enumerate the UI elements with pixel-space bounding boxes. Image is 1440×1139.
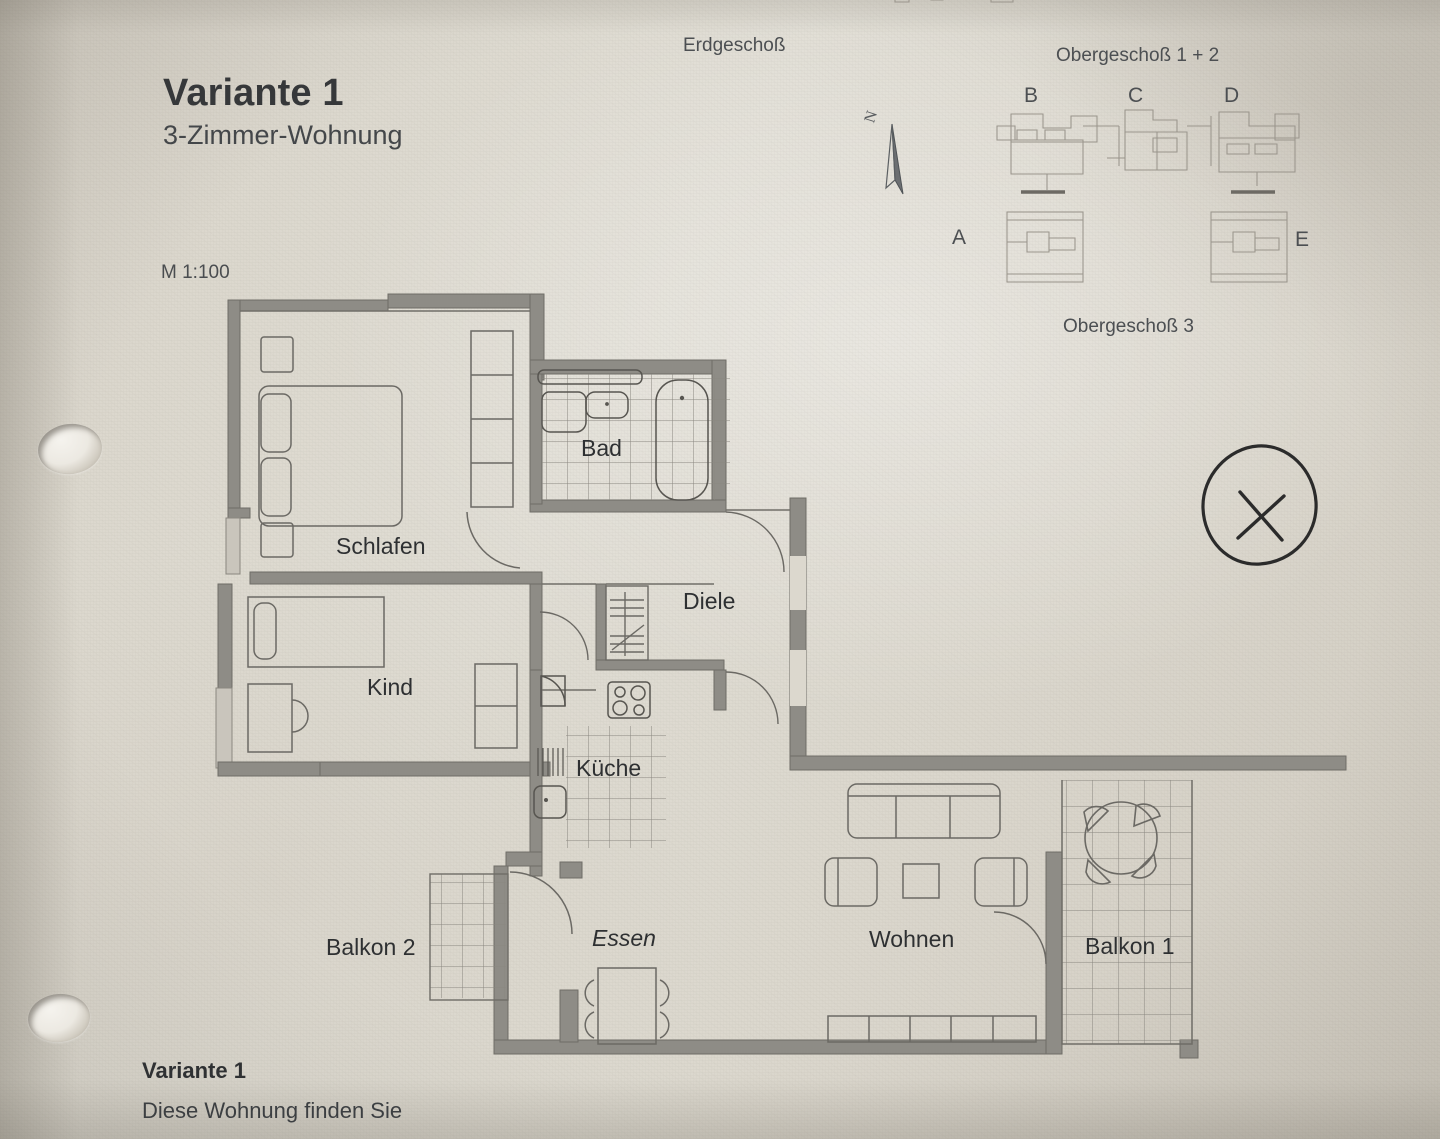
chair-icon [1130, 852, 1157, 879]
room-label-bad: Bad [581, 435, 622, 461]
nightstand-icon [260, 522, 294, 558]
door-swing-icon [466, 511, 521, 569]
kueche-fixtures [533, 675, 651, 819]
page-title: Variante 1 [163, 72, 344, 114]
chair-icon [584, 1011, 595, 1039]
thumbnail-erdgeschoss [894, 0, 944, 3]
bad-fixtures [537, 369, 709, 501]
chair-icon [291, 699, 309, 733]
walls [215, 293, 1347, 1059]
armchair-icon [974, 857, 1028, 907]
title-block: Variante 1 3-Zimmer-Wohnung [163, 74, 403, 149]
footer-block: Variante 1 Diese Wohnung finden Sie [142, 1060, 402, 1122]
caption-obergeschoss-1-2: Obergeschoß 1 + 2 [1056, 45, 1220, 66]
door-swing-icon [540, 675, 566, 707]
building-letter-b: B [1024, 84, 1039, 107]
sink-icon [533, 785, 567, 819]
bad-tiles [542, 374, 730, 500]
chair-icon [1133, 803, 1161, 828]
wohnen-furniture [824, 783, 1047, 1043]
armchair-icon [824, 857, 878, 907]
chair-icon [584, 979, 595, 1007]
building-letter-c: C [1128, 84, 1144, 107]
footer-text: Diese Wohnung finden Sie [142, 1098, 403, 1123]
thumbnail-obergeschoss-1-2 [990, 0, 1014, 3]
balkon1-rail [1061, 780, 1193, 1045]
door-swing-icon [725, 511, 785, 573]
room-label-kueche: Küche [576, 755, 642, 781]
sideboard-icon [827, 1015, 1037, 1043]
room-label-essen: Essen [592, 925, 656, 951]
chair-icon [659, 979, 670, 1007]
building-letter-e: E [1295, 228, 1310, 251]
caption-erdgeschoss: Erdgeschoß [683, 35, 786, 56]
tiled-floors [430, 374, 1192, 1044]
room-label-schlafen: Schlafen [336, 533, 426, 559]
washbasin-icon [585, 391, 629, 419]
caption-obergeschoss-3: Obergeschoß 3 [1063, 316, 1194, 337]
footer-title: Variante 1 [142, 1058, 246, 1083]
scale-label: M 1:100 [161, 262, 230, 283]
closet-icon [605, 585, 649, 661]
vanity-counter-icon [537, 369, 643, 385]
pillow-icon [260, 457, 292, 517]
door-swing-icon [725, 671, 779, 725]
chair-icon [1085, 858, 1112, 885]
door-swing-icon [509, 871, 573, 935]
room-label-wohnen: Wohnen [869, 926, 955, 952]
building-letter-d: D [1224, 84, 1240, 107]
kitchen-cabinet-icon [540, 675, 566, 707]
balkon2 [429, 873, 509, 1001]
page-subtitle: 3-Zimmer-Wohnung [163, 120, 403, 150]
room-label-diele: Diele [683, 588, 736, 614]
pillow-icon [260, 393, 292, 453]
kueche-tiles [566, 726, 666, 848]
chair-icon [659, 1011, 670, 1039]
schlafen-furniture [258, 330, 521, 569]
chair-icon [1083, 805, 1110, 833]
thumbnail-obergeschoss-3 [996, 109, 1300, 283]
radiator-icon [537, 748, 564, 776]
toilet-icon [541, 391, 587, 433]
double-bed-icon [258, 385, 403, 527]
pillow-icon [253, 602, 277, 660]
balkon1-tiles [1062, 780, 1192, 1044]
room-label-kind: Kind [367, 674, 414, 700]
kind-furniture [247, 596, 518, 753]
north-arrow-icon: N [861, 108, 932, 208]
building-letter-a: A [952, 226, 967, 249]
door-swing-icon [539, 611, 589, 661]
stove-icon [607, 681, 651, 719]
desk-icon [247, 683, 293, 753]
bathtub-icon [655, 379, 709, 501]
room-label-balkon2: Balkon 2 [326, 934, 416, 960]
dining-table-icon [597, 967, 657, 1045]
balkon1-furniture [1083, 801, 1161, 885]
coffee-table-icon [902, 863, 940, 899]
sofa-icon [847, 783, 1001, 839]
essen-furniture [509, 871, 670, 1045]
diele-furniture [539, 511, 785, 725]
round-table-icon [1084, 801, 1158, 875]
single-bed-icon [247, 596, 385, 668]
balkon2-tiles [430, 874, 506, 998]
nightstand-icon [260, 336, 294, 373]
circled-x-mark-icon [1201, 444, 1318, 566]
room-label-balkon1: Balkon 1 [1085, 933, 1175, 959]
door-swing-icon [993, 911, 1047, 965]
